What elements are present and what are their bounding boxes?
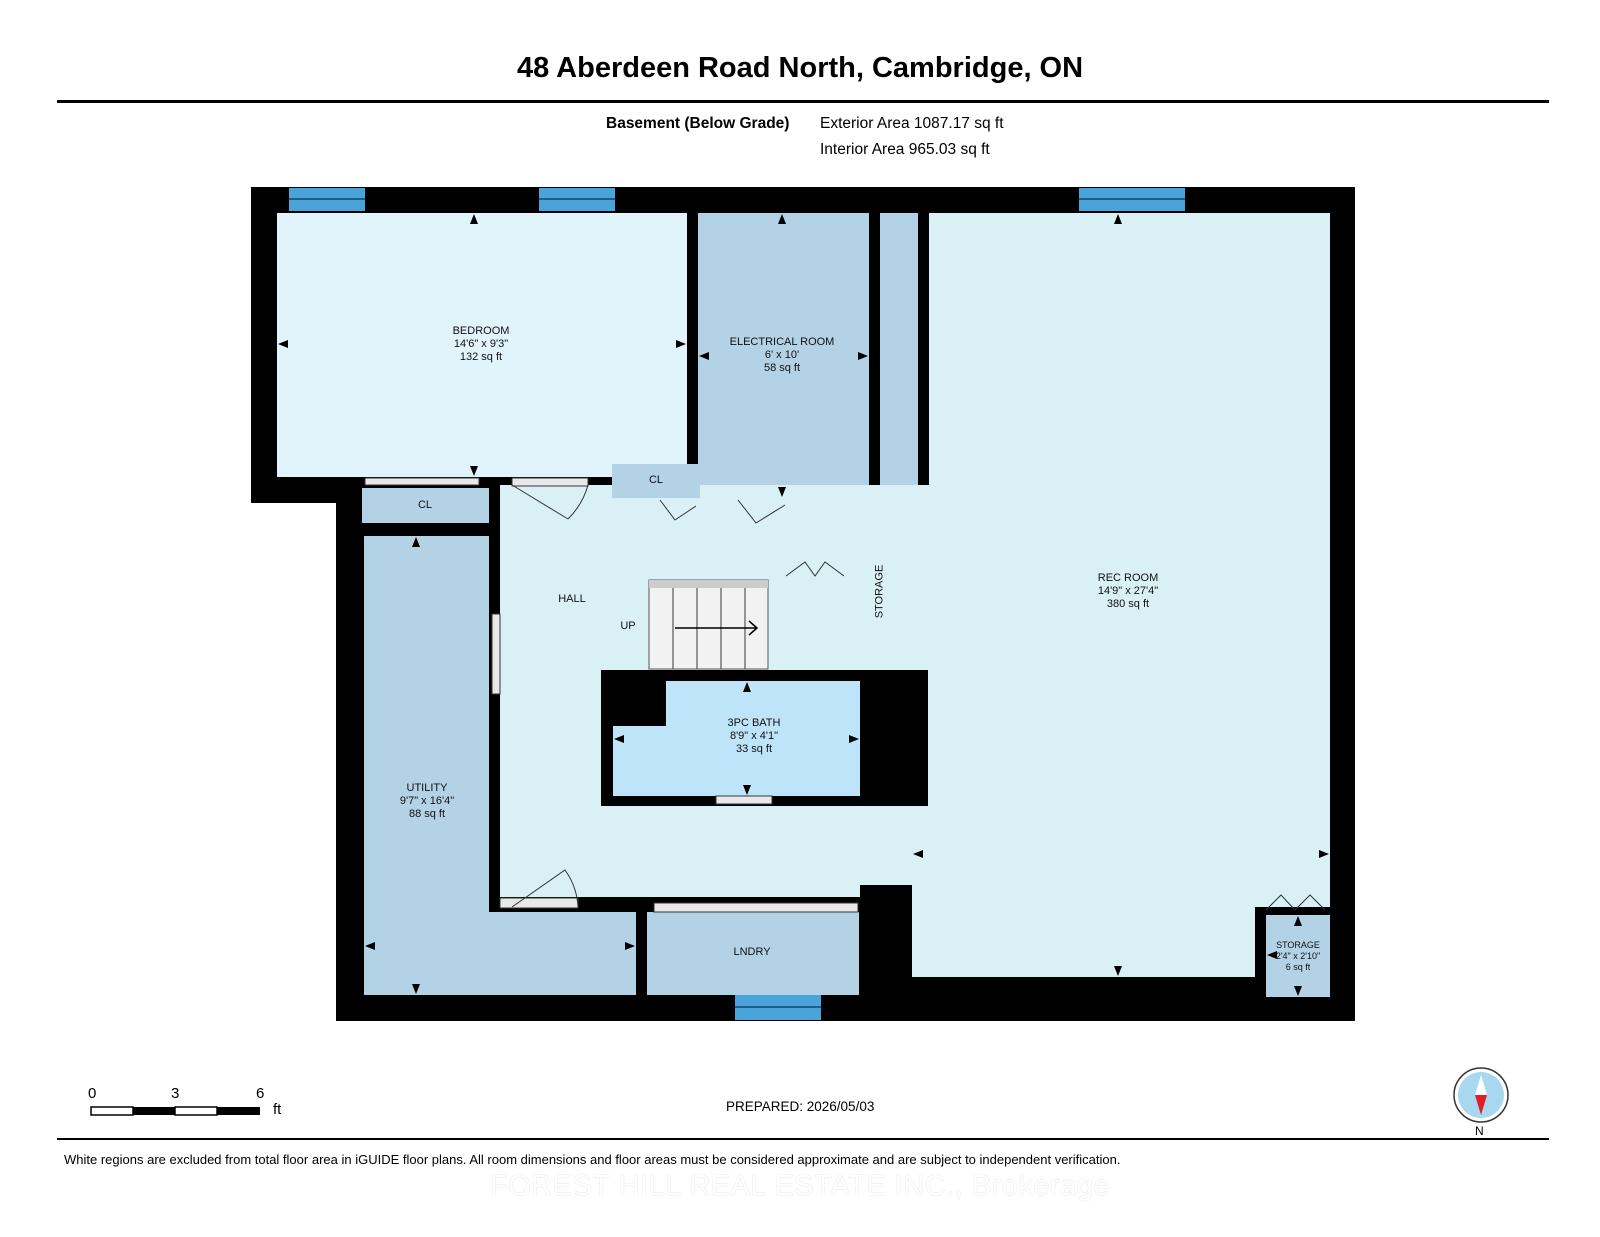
label-bath: 3PC BATH 8'9" x 4'1" 33 sq ft — [704, 717, 804, 756]
room-laundry — [647, 912, 859, 995]
label-electrical: ELECTRICAL ROOM 6' x 10' 58 sq ft — [712, 336, 852, 375]
scale-unit: ft — [273, 1101, 282, 1118]
label-bath-dims: 8'9" x 4'1" — [729, 730, 779, 742]
label-utility-name: UTILITY — [406, 782, 448, 794]
compass-icon — [1453, 1067, 1509, 1123]
compass — [1451, 1065, 1511, 1130]
label-electrical-name: ELECTRICAL ROOM — [729, 336, 835, 348]
level-name: Basement (Below Grade) — [606, 115, 790, 132]
label-storage: STORAGE — [873, 564, 886, 619]
label-utility-area: 88 sq ft — [408, 808, 446, 820]
label-electrical-dims: 6' x 10' — [764, 349, 800, 361]
label-bedroom: BEDROOM 14'6" x 9'3" 132 sq ft — [431, 325, 531, 364]
window-rec-room — [1079, 188, 1185, 211]
footer-rule — [57, 1138, 1549, 1140]
interior-area: Interior Area 965.03 sq ft — [820, 141, 990, 158]
label-storage-small-dims: 2'4" x 2'10" — [1275, 951, 1321, 961]
label-storage-small-area: 6 sq ft — [1285, 962, 1311, 972]
title-rule — [57, 100, 1549, 103]
wall-bath-right — [860, 670, 928, 806]
room-closet-1 — [362, 488, 489, 523]
scale-bar-graphic — [90, 1106, 260, 1116]
label-laundry: LNDRY — [733, 946, 771, 958]
scale-bar — [90, 1105, 265, 1123]
label-utility-dims: 9'7" x 16'4" — [399, 795, 455, 807]
prepared-date: PREPARED: 2026/05/03 — [726, 1099, 875, 1114]
label-rec-dims: 14'9" x 27'4" — [1097, 585, 1159, 597]
label-bath-area: 33 sq ft — [735, 743, 773, 755]
watermark: FOREST HILL REAL ESTATE INC., Brokerage — [489, 1170, 1111, 1202]
label-stairs-up: UP — [620, 620, 636, 632]
label-bedroom-name: BEDROOM — [452, 325, 510, 337]
bath-block — [601, 670, 867, 806]
window-bedroom-right — [539, 188, 615, 211]
doors — [364, 477, 1326, 913]
window-bedroom-left — [289, 188, 365, 211]
label-electrical-area: 58 sq ft — [763, 362, 801, 374]
windows — [289, 188, 1185, 1020]
window-laundry — [735, 995, 821, 1020]
label-rec-area: 380 sq ft — [1106, 598, 1150, 610]
label-utility: UTILITY 9'7" x 16'4" 88 sq ft — [377, 782, 477, 821]
label-hall: HALL — [558, 593, 586, 605]
dimension-arrows — [278, 214, 1329, 996]
label-rec-room: REC ROOM 14'9" x 27'4" 380 sq ft — [1078, 572, 1178, 611]
label-closet-2: CL — [648, 474, 664, 486]
disclaimer: White regions are excluded from total fl… — [64, 1152, 1121, 1167]
label-storage-small: STORAGE 2'4" x 2'10" 6 sq ft — [1266, 940, 1330, 973]
scale-tick-3: 3 — [171, 1085, 180, 1102]
label-bedroom-dims: 14'6" x 9'3" — [453, 338, 509, 350]
room-bath — [613, 681, 860, 796]
plan-title: 48 Aberdeen Road North, Cambridge, ON — [516, 52, 1084, 84]
scale-tick-0: 0 — [88, 1085, 97, 1102]
label-bath-name: 3PC BATH — [727, 717, 781, 729]
exterior-area: Exterior Area 1087.17 sq ft — [820, 115, 1004, 132]
label-closet-1: CL — [417, 499, 433, 511]
room-closet-2 — [612, 464, 700, 498]
label-storage-small-name: STORAGE — [1276, 940, 1320, 950]
wall-laundry-right — [860, 885, 912, 995]
room-utility — [364, 536, 636, 995]
label-bedroom-area: 132 sq ft — [459, 351, 503, 363]
compass-label: N — [1475, 1124, 1484, 1138]
room-bedroom — [277, 213, 687, 477]
stairs — [648, 579, 769, 670]
room-electrical — [698, 213, 869, 498]
label-rec-name: REC ROOM — [1097, 572, 1159, 584]
scale-tick-6: 6 — [256, 1085, 265, 1102]
